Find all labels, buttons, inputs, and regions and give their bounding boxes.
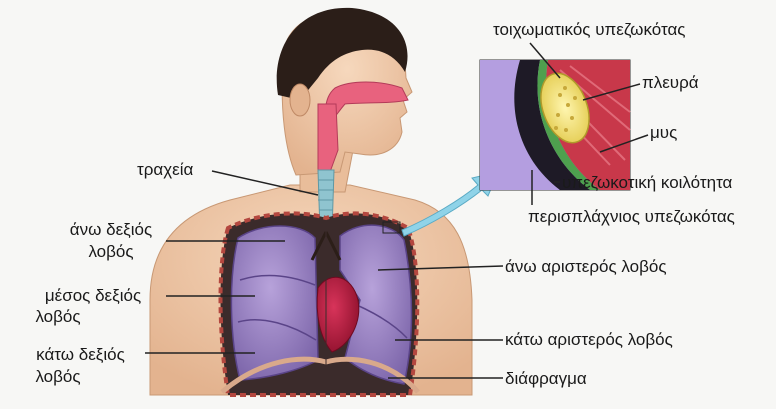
label-upper-right-lobe-2: λοβός xyxy=(56,241,166,263)
label-trachea: τραχεία xyxy=(137,159,193,181)
label-muscle: μυς xyxy=(650,122,677,144)
label-pleural-cavity: υπεζωκοτική κοιλότητα xyxy=(562,172,732,194)
label-middle-right-lobe-1: μέσος δεξιός xyxy=(18,285,168,307)
label-parietal-pleura: τοιχωματικός υπεζωκότας xyxy=(493,19,685,41)
label-diaphragm: διάφραγμα xyxy=(505,368,587,390)
label-lower-right-lobe-2: λοβός xyxy=(18,366,98,388)
label-middle-right-lobe-2: λοβός xyxy=(18,306,98,328)
ear xyxy=(290,84,310,116)
label-upper-left-lobe: άνω αριστερός λοβός xyxy=(505,256,667,278)
pleura-inset xyxy=(480,60,630,190)
label-upper-right-lobe-1: άνω δεξιός xyxy=(56,219,166,241)
label-visceral-pleura: περισπλάχνιος υπεζωκότας xyxy=(528,206,735,228)
label-rib: πλευρά xyxy=(642,72,699,94)
label-lower-left-lobe: κάτω αριστερός λοβός xyxy=(505,329,673,351)
label-lower-right-lobe-1: κάτω δεξιός xyxy=(18,344,143,366)
